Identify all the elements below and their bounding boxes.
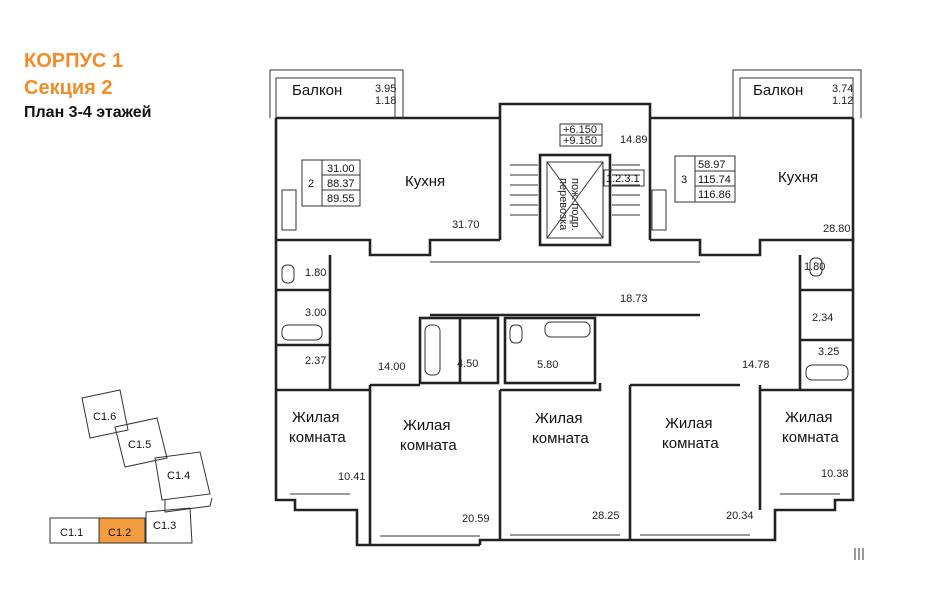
area-balcony-left-1: 3.95 (375, 83, 396, 95)
area-living-2: 20.59 (462, 513, 490, 525)
area-living-3: 28.25 (592, 510, 620, 522)
room-kitchen-left: Кухня (405, 173, 445, 190)
apartment-2-value-2: 88.37 (327, 178, 355, 190)
key-section-c11[interactable] (49, 517, 100, 544)
bathtub-icon (805, 364, 849, 381)
room-living-4-line2: комната (662, 435, 719, 452)
apartment-3-value-2: 115.74 (698, 174, 731, 186)
stove-icon (651, 189, 667, 231)
lift-text-1: перевозка (557, 178, 569, 231)
room-living-3-line1: Жилая (535, 410, 582, 427)
bathtub-icon (544, 321, 591, 338)
apartment-2-value-3: 89.55 (327, 193, 355, 205)
room-living-4-line1: Жилая (665, 415, 712, 432)
toilet-icon (281, 264, 295, 284)
area-living-1: 10.41 (338, 471, 366, 483)
level-top: +6.150 (563, 124, 597, 136)
area-living-5: 10.38 (821, 468, 849, 480)
area-bath-left-2: 3.00 (305, 307, 326, 319)
stove-icon (281, 189, 297, 231)
apartment-rooms-3: 3 (681, 174, 687, 186)
area-bath-right-2: 2.34 (812, 312, 833, 324)
apartment-rooms-2: 2 (308, 178, 314, 190)
area-bath-left-3: 2.37 (305, 355, 326, 367)
plan-header: КОРПУС 1 Секция 2 План 3-4 этажей (24, 48, 151, 124)
floor-subtitle: План 3-4 этажей (24, 104, 152, 121)
key-label-c12: C1.2 (108, 527, 131, 539)
area-balcony-right-2: 1.12 (832, 95, 853, 107)
building-title: КОРПУС 1 (24, 50, 124, 72)
key-label-c13: C1.3 (153, 520, 176, 532)
apartment-2-value-1: 31.00 (327, 163, 355, 175)
key-section-c15[interactable] (114, 417, 168, 468)
area-kitchen-left: 31.70 (452, 219, 480, 231)
key-section-c16[interactable] (81, 389, 129, 439)
toilet-icon (509, 324, 523, 344)
key-section-c13[interactable] (145, 507, 193, 544)
bathtub-icon (424, 324, 441, 376)
area-hall-right: 14.78 (742, 359, 770, 371)
room-balcony-left: Балкон (292, 82, 342, 99)
area-bath-right-3: 3.25 (818, 346, 839, 358)
room-living-2-line1: Жилая (403, 417, 450, 434)
area-bath-center-1: 4.50 (457, 358, 478, 370)
key-plan: C1.6 C1.5 C1.4 C1.3 C1.2 C1.1 (49, 389, 213, 544)
apartment-box-3 (674, 155, 736, 203)
area-bath-left-1: 1.80 (305, 267, 326, 279)
area-hall-left: 14.00 (378, 361, 406, 373)
room-living-3-line2: комната (532, 430, 589, 447)
stair-mark: 1.2.3.1 (606, 173, 640, 185)
key-label-c15: C1.5 (128, 439, 151, 451)
room-kitchen-right: Кухня (778, 169, 818, 186)
plan-walls (269, 69, 864, 560)
apartment-3-value-1: 58.97 (698, 159, 726, 171)
apartment-3-value-3: 116.86 (698, 189, 731, 201)
room-living-5-line2: комната (782, 429, 839, 446)
area-bath-right-1: 1.80 (804, 261, 825, 273)
section-title: Секция 2 (24, 77, 113, 99)
lift-text-2: пож. подр. (569, 178, 581, 231)
area-kitchen-right: 28.80 (823, 223, 851, 235)
key-label-c11: C1.1 (60, 527, 83, 539)
room-living-1-line1: Жилая (292, 409, 339, 426)
area-balcony-left-2: 1.18 (375, 95, 396, 107)
area-corridor: 18.73 (620, 293, 648, 305)
room-balcony-right: Балкон (753, 82, 803, 99)
apartment-box-2 (301, 159, 361, 207)
bathtub-icon (281, 324, 323, 341)
room-living-1-line2: комната (289, 429, 346, 446)
key-section-c14[interactable] (154, 451, 211, 501)
room-living-5-line1: Жилая (785, 409, 832, 426)
section-marker (854, 548, 864, 560)
area-bath-center-2: 5.80 (537, 359, 558, 371)
area-living-4: 20.34 (726, 510, 754, 522)
stair-mark-box (603, 169, 645, 187)
room-living-2-line2: комната (400, 437, 457, 454)
toilet-icon (809, 257, 823, 277)
key-label-c14: C1.4 (167, 470, 190, 482)
area-balcony-right-1: 3.74 (832, 83, 853, 95)
level-bottom: +9.150 (563, 135, 597, 147)
area-stair: 14.89 (620, 134, 648, 146)
key-section-c12[interactable] (98, 517, 146, 544)
key-label-c16: C1.6 (93, 411, 116, 423)
